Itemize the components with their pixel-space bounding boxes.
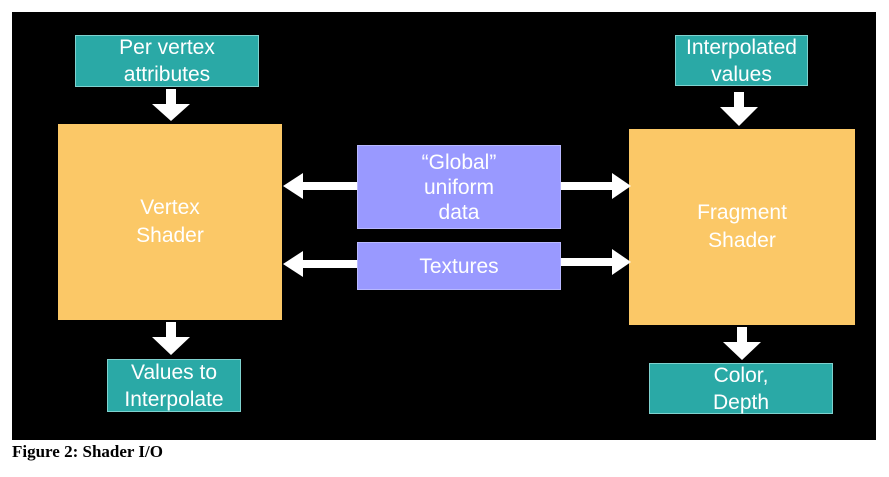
textures-node: Textures <box>357 242 561 290</box>
values-to-interpolate-node: Values to Interpolate <box>107 359 241 412</box>
per-vertex-attributes-node: Per vertex attributes <box>75 35 259 87</box>
figure-caption: Figure 2: Shader I/O <box>12 442 163 461</box>
interpolated-values-node: Interpolated values <box>675 35 808 86</box>
fragment-shader-node: Fragment Shader <box>629 129 855 325</box>
vertex-shader-node: Vertex Shader <box>58 124 282 320</box>
global-uniform-data-node: “Global” uniform data <box>357 145 561 229</box>
color-depth-node: Color, Depth <box>649 363 833 414</box>
